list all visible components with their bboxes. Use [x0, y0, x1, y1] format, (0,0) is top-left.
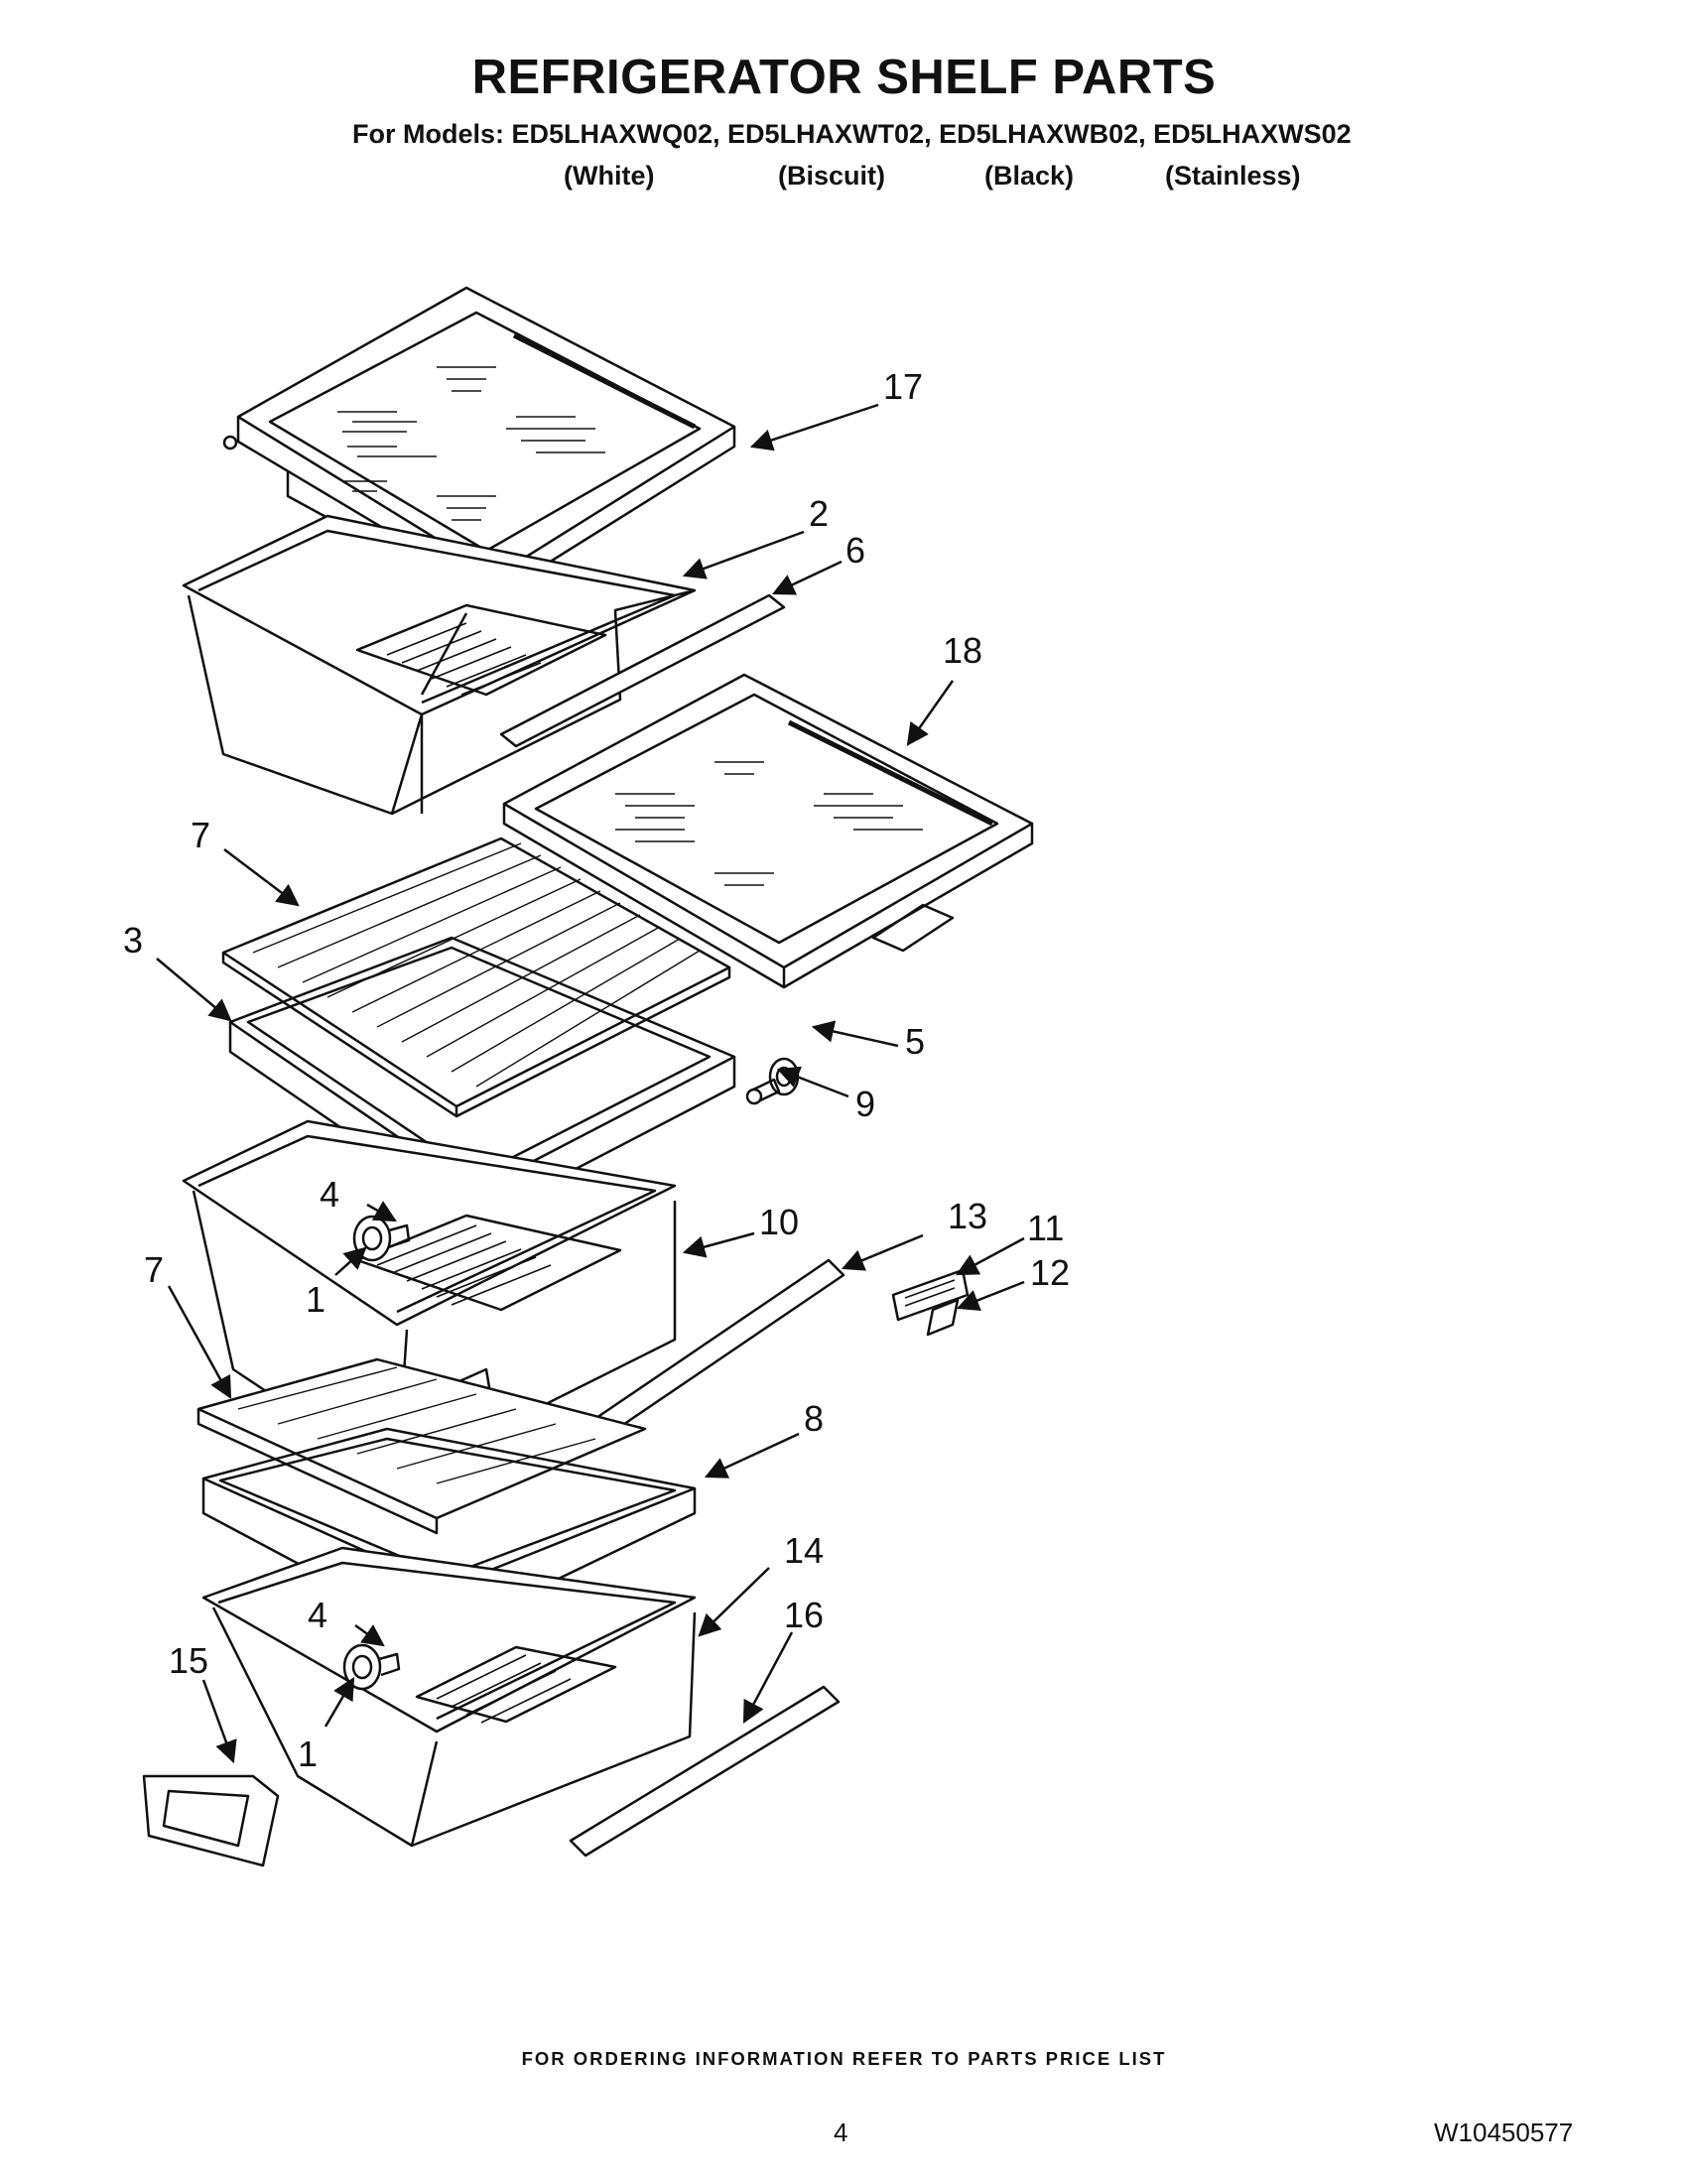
callout-12: 12 — [1030, 1252, 1070, 1293]
variant-biscuit: (Biscuit) — [778, 161, 885, 191]
callout-9: 9 — [855, 1084, 875, 1124]
callout-11: 11 — [1027, 1208, 1064, 1248]
trim-6-drawing — [499, 593, 786, 748]
callout-14: 14 — [784, 1530, 824, 1571]
callout-7-lower: 7 — [144, 1249, 164, 1290]
shelf-18-drawing — [502, 673, 1034, 989]
panel-15-drawing — [142, 1774, 280, 1867]
callout-1-upper: 1 — [306, 1279, 325, 1320]
cover-7-lower-drawing — [196, 1357, 647, 1535]
callout-4-lower: 4 — [308, 1595, 327, 1635]
leader-lines — [156, 403, 1025, 1764]
variant-black: (Black) — [984, 161, 1075, 191]
cover-7-upper-drawing — [221, 836, 731, 1118]
callout-15: 15 — [169, 1640, 208, 1681]
callout-7-upper: 7 — [191, 815, 210, 855]
document-number: W10450577 — [1434, 2118, 1574, 2147]
callout-18: 18 — [943, 630, 982, 671]
crisper-drawer-lower-drawing — [201, 1546, 697, 1848]
callout-13: 13 — [948, 1196, 987, 1236]
callout-6: 6 — [845, 530, 865, 571]
variant-stainless: (Stainless) — [1165, 161, 1301, 191]
callout-1-lower: 1 — [298, 1734, 318, 1774]
callout-4-upper: 4 — [320, 1174, 339, 1215]
callout-17: 17 — [883, 366, 923, 407]
models-line: For Models: ED5LHAXWQ02, ED5LHAXWT02, ED… — [352, 119, 1352, 149]
stud-5-9-drawing — [745, 1057, 800, 1105]
ordering-footer: FOR ORDERING INFORMATION REFER TO PARTS … — [521, 2048, 1167, 2069]
bracket-11-12-drawing — [891, 1268, 970, 1337]
crisper-drawer-upper-drawing — [182, 514, 697, 816]
callout-5: 5 — [905, 1021, 925, 1062]
page-number: 4 — [834, 2118, 848, 2147]
callout-2: 2 — [809, 493, 829, 534]
callout-10: 10 — [759, 1202, 799, 1242]
page-title: REFRIGERATOR SHELF PARTS — [471, 51, 1217, 104]
variant-white: (White) — [564, 161, 655, 191]
trim-16-drawing — [569, 1685, 841, 1858]
callout-3: 3 — [123, 920, 143, 961]
callout-8: 8 — [804, 1398, 824, 1439]
callout-16: 16 — [784, 1595, 824, 1635]
